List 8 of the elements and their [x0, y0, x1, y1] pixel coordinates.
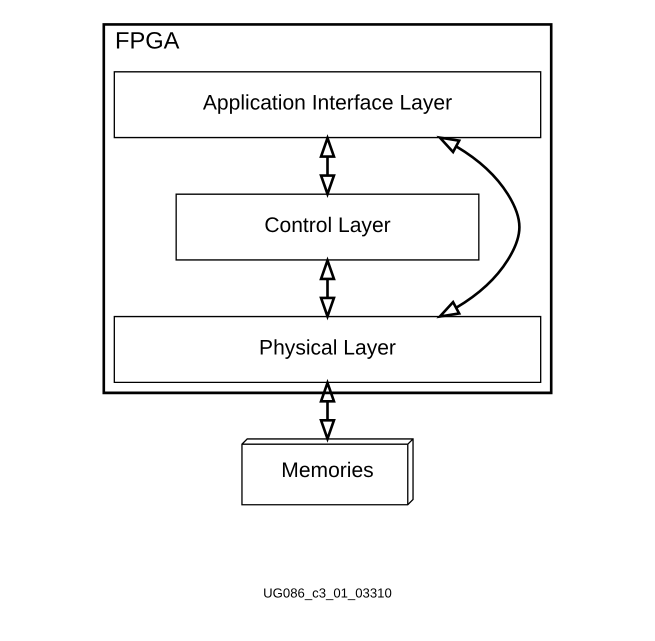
arrow [319, 256, 336, 320]
label: UG086_c3_01_03310 [263, 586, 392, 601]
node-box: Application Interface Layer [114, 71, 542, 138]
arrow [436, 136, 521, 318]
node-box: Control Layer [176, 194, 480, 261]
arrow [319, 378, 336, 443]
node-box: Physical Layer [114, 316, 542, 383]
arrow [319, 134, 336, 198]
